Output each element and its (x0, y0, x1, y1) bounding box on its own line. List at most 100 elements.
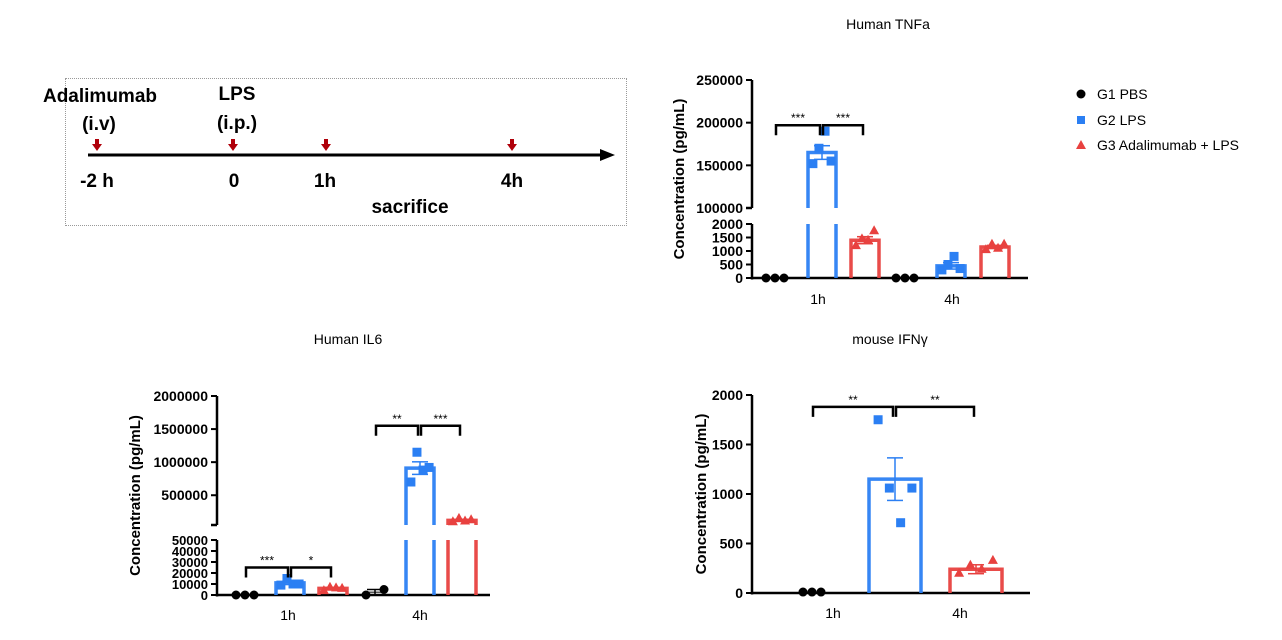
y-tick-label: 0 (201, 588, 208, 603)
timeline-time-label: 0 (228, 171, 240, 192)
y-tick-label: 2000 (712, 216, 743, 232)
data-point (466, 514, 477, 524)
data-point (820, 126, 830, 136)
y-tick-label: 1000 (712, 486, 743, 502)
y-tick-label: 0 (735, 585, 743, 601)
significance-label: ** (930, 393, 940, 407)
y-tick-label: 1500 (712, 437, 743, 453)
y-tick-label: 2000000 (153, 388, 208, 404)
data-point (907, 483, 917, 493)
data-point (976, 563, 987, 573)
data-point (873, 415, 883, 425)
y-tick-label: 40000 (172, 544, 208, 559)
y-tick-label: 250000 (696, 72, 743, 88)
y-tick-label: 30000 (172, 555, 208, 570)
down-arrow-icon (92, 144, 102, 151)
data-point (288, 579, 298, 589)
data-point (276, 580, 286, 590)
timeline-time-label: -2 h (80, 171, 114, 192)
square-marker-icon (1077, 116, 1085, 124)
chart-title-il6: Human IL6 (313, 331, 383, 347)
significance-label: *** (260, 554, 274, 568)
data-point (850, 240, 861, 250)
data-point (761, 273, 771, 283)
data-point (249, 590, 259, 600)
significance-label: *** (836, 111, 850, 125)
data-point (412, 447, 422, 457)
y-tick-label: 50000 (172, 533, 208, 548)
data-point (240, 590, 250, 600)
y-tick-label: 10000 (172, 577, 208, 592)
circle-marker-icon (1076, 89, 1086, 99)
triangle-marker-icon (1076, 140, 1086, 149)
timeline-sacrifice-label: sacrifice (371, 197, 449, 218)
significance-label: * (309, 554, 314, 568)
down-arrow-icon (507, 144, 517, 151)
x-tick-label: 1h (825, 605, 841, 621)
significance-bracket (821, 123, 865, 136)
data-point (406, 477, 416, 487)
timeline-time-label: 1h (313, 171, 337, 192)
data-point (987, 554, 998, 564)
timeline-box (65, 78, 627, 226)
significance-bracket (374, 424, 420, 436)
data-point (993, 242, 1004, 252)
y-tick-label: 150000 (696, 157, 743, 173)
x-tick-label: 4h (944, 291, 960, 307)
data-point (816, 587, 826, 597)
legend-label: G2 LPS (1097, 112, 1147, 128)
data-point (937, 265, 947, 275)
data-point (294, 579, 304, 589)
data-point (869, 225, 880, 235)
significance-label: *** (433, 412, 447, 426)
y-tick-label: 100000 (696, 200, 743, 216)
down-arrow-icon (95, 139, 99, 144)
data-point (986, 238, 997, 248)
data-point (814, 143, 824, 153)
data-point (231, 590, 241, 600)
significance-label: *** (791, 111, 805, 125)
y-tick-label: 200000 (696, 115, 743, 131)
legend-label: G1 PBS (1097, 86, 1148, 102)
timeline-arrowhead-icon (600, 149, 615, 161)
chart-title-tnfa: Human TNFa (846, 16, 930, 32)
x-tick-label: 4h (412, 607, 428, 623)
down-arrow-icon (321, 144, 331, 151)
down-arrow-icon (231, 139, 235, 144)
y-tick-label: 2000 (712, 387, 743, 403)
data-point (808, 159, 818, 169)
data-point (896, 518, 906, 528)
data-point (856, 233, 867, 243)
x-tick-label: 1h (280, 607, 296, 623)
y-tick-label: 1000000 (153, 454, 208, 470)
data-point (909, 273, 919, 283)
timeline-drug-label: Adalimumab (42, 86, 158, 107)
bar (404, 540, 436, 595)
data-point (318, 585, 329, 595)
legend-item-g1: G1 PBS (1075, 86, 1148, 102)
significance-bracket (894, 405, 976, 417)
data-point (954, 567, 965, 577)
y-axis-label: Concentration (pg/mL) (671, 99, 688, 260)
timeline-lps-route: (i.p.) (216, 113, 258, 134)
data-point (770, 273, 780, 283)
y-tick-label: 500 (720, 257, 744, 273)
significance-bracket (811, 405, 895, 417)
significance-bracket (244, 566, 290, 578)
data-point (943, 260, 953, 269)
y-axis-label: Concentration (pg/mL) (127, 415, 144, 576)
y-tick-label: 500000 (161, 487, 208, 503)
data-point (324, 581, 335, 591)
data-point (418, 465, 428, 475)
y-tick-label: 1000 (712, 243, 743, 259)
legend-item-g2: G2 LPS (1075, 112, 1146, 128)
chart-title-ifng: mouse IFNγ (852, 331, 928, 347)
y-tick-label: 20000 (172, 566, 208, 581)
data-point (955, 264, 965, 274)
timeline-axis (88, 139, 615, 161)
y-tick-label: 500 (720, 536, 744, 552)
y-axis-label: Concentration (pg/mL) (693, 414, 710, 575)
bar (446, 540, 478, 595)
